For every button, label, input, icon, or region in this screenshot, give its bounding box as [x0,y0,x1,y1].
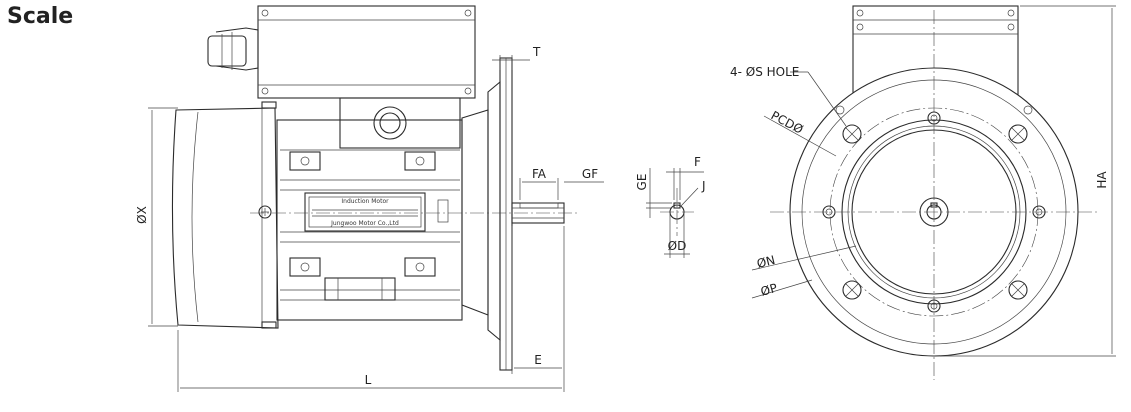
side-view: Induction Motor Jungwoo Motor Co.,Ltd [171,5,580,371]
dim-j: J [701,179,706,193]
nameplate-maker: Jungwoo Motor Co.,Ltd [330,220,399,227]
dim-f: F [694,155,701,169]
nameplate-title: Induction Motor [341,198,389,205]
dim-n: ØN [755,253,776,271]
dim-p: ØP [759,281,779,299]
dim-d: ØD [668,239,687,253]
dim-l: L [365,373,372,387]
front-view [770,5,1100,380]
dim-x: ØX [135,206,149,224]
side-dimensions: ØX L E T FA GF [135,45,604,392]
dim-fa: FA [532,167,547,181]
dim-ha: HA [1095,171,1109,189]
dim-gf: GF [582,167,598,181]
dim-pcd: PCDØ [769,108,806,136]
dim-hole: 4- ØS HOLE [730,65,799,79]
dim-t: T [532,45,541,59]
page-title: Scale [7,4,74,29]
shaft-section: F GE J ØD [635,155,706,258]
dim-ge: GE [635,174,649,191]
dim-e: E [534,353,542,367]
